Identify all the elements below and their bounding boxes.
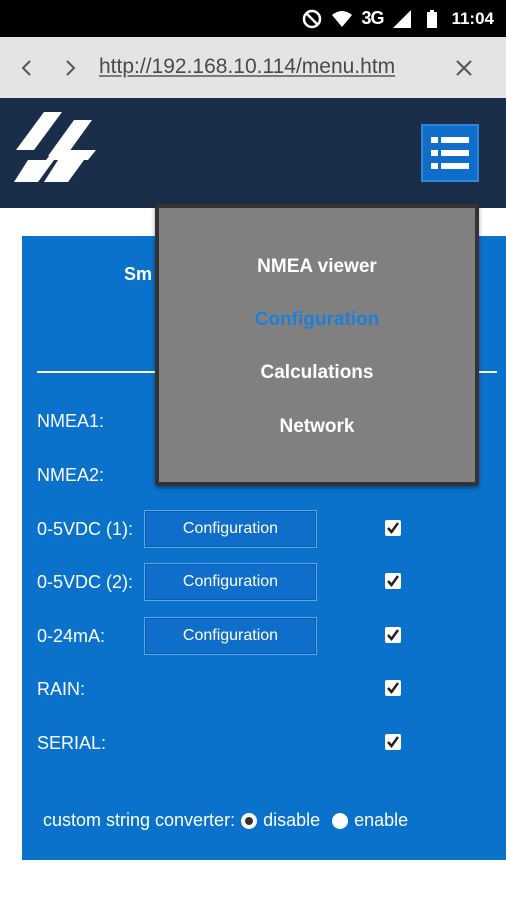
- chevron-right-icon: [66, 60, 76, 76]
- checkmark-icon: [387, 629, 400, 642]
- menu-item-network[interactable]: Network: [279, 416, 355, 437]
- enable-checkbox-rain[interactable]: [385, 680, 401, 696]
- network-type: 3G: [361, 8, 384, 28]
- radio-label-disable[interactable]: disable: [263, 810, 321, 830]
- status-icons: 3G 11:04: [301, 0, 494, 37]
- site-header: [0, 98, 506, 208]
- forward-button[interactable]: [55, 53, 85, 83]
- enable-checkbox-0-24ma[interactable]: [385, 627, 401, 643]
- row-label-0-5vdc-1: 0-5VDC (1):: [37, 519, 134, 539]
- checkmark-icon: [387, 522, 400, 535]
- row-label-rain: RAIN:: [37, 679, 86, 699]
- clock: 11:04: [451, 8, 494, 28]
- status-bar: 3G 11:04: [0, 0, 506, 37]
- configuration-button-0-5vdc-2[interactable]: Configuration: [144, 563, 317, 601]
- enable-checkbox-0-5vdc-1[interactable]: [385, 520, 401, 536]
- row-label-0-5vdc-2: 0-5VDC (2):: [37, 572, 134, 592]
- signal-icon: [393, 9, 412, 28]
- converter-label: custom string converter:: [43, 810, 236, 830]
- do-not-disturb-icon: [303, 9, 322, 28]
- menu-item-configuration[interactable]: Configuration: [254, 309, 380, 330]
- radio-enable[interactable]: [332, 812, 349, 829]
- checkmark-icon: [387, 682, 400, 695]
- address-bar: http://192.168.10.114/menu.htm: [0, 37, 506, 98]
- checkmark-icon: [387, 736, 400, 749]
- radio-label-enable[interactable]: enable: [354, 810, 409, 830]
- chevron-left-icon: [21, 60, 31, 76]
- menu-button[interactable]: [421, 124, 479, 182]
- close-tab-button[interactable]: [449, 53, 479, 83]
- back-button[interactable]: [12, 53, 42, 83]
- menu-item-nmea-viewer[interactable]: NMEA viewer: [257, 256, 377, 277]
- configuration-button-0-5vdc-1[interactable]: Configuration: [144, 510, 317, 548]
- row-label-serial: SERIAL:: [37, 733, 107, 753]
- row-label-0-24ma: 0-24mA:: [37, 626, 106, 646]
- list-menu-icon: [431, 137, 469, 169]
- row-label-nmea1: NMEA1:: [37, 411, 105, 431]
- panel-title: Sm: [124, 264, 153, 284]
- radio-disable[interactable]: [241, 812, 258, 829]
- navigation-dropdown: NMEA viewer Configuration Calculations N…: [155, 204, 479, 486]
- brand-logo[interactable]: [14, 112, 98, 184]
- configuration-button-0-24ma[interactable]: Configuration: [144, 617, 317, 655]
- enable-checkbox-0-5vdc-2[interactable]: [385, 573, 401, 589]
- custom-string-converter: custom string converter: disable enable: [43, 810, 408, 831]
- enable-checkbox-serial[interactable]: [385, 734, 401, 750]
- checkmark-icon: [387, 575, 400, 588]
- wifi-icon: [332, 10, 353, 27]
- menu-item-calculations[interactable]: Calculations: [260, 362, 374, 383]
- close-icon: [456, 60, 472, 76]
- battery-icon: [427, 9, 438, 28]
- row-label-nmea2: NMEA2:: [37, 465, 105, 485]
- url-field[interactable]: http://192.168.10.114/menu.htm: [99, 55, 396, 78]
